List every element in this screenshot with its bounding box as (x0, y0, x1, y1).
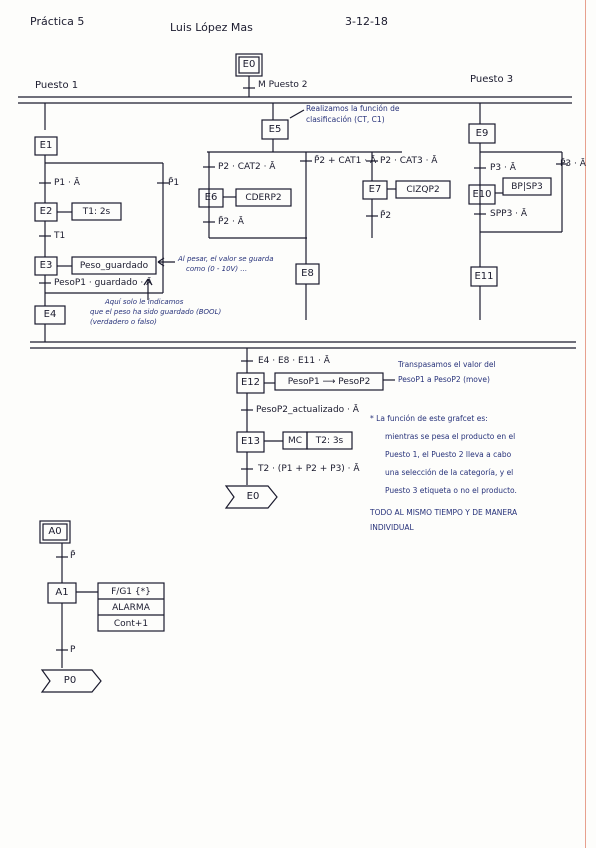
step-box-e8 (295, 263, 320, 285)
action-move-label: PesoP1 ⟶ PesoP2 (287, 377, 371, 387)
cond-p2-cat1: P̄2 + CAT1 · Ā (314, 156, 377, 166)
step-box-e0-inner (238, 56, 260, 74)
header-date: 3-12-18 (345, 15, 388, 28)
action-box-move (274, 372, 384, 391)
step-e5-label: E5 (268, 124, 282, 135)
cond-p2-cat2: P2 · CAT2 · Ā (218, 162, 276, 172)
step-e13-label: E13 (240, 436, 261, 447)
step-box-e4 (34, 305, 66, 325)
step-box-e13 (236, 431, 265, 453)
action-box-cderp2 (235, 188, 292, 207)
cond-loop-p1: P̄1 (168, 178, 180, 188)
step-e3-label: E3 (39, 260, 53, 271)
action-box-t1 (71, 202, 122, 221)
step-box-a0-inner (42, 523, 68, 541)
step-box-e11 (470, 266, 498, 287)
note-bool-line2: que el peso ha sido guardado (BOOL) (90, 308, 222, 316)
step-e7-label: E7 (368, 184, 382, 195)
header-title: Práctica 5 (30, 15, 85, 28)
step-e4-label: E4 (43, 309, 57, 320)
note-final-line2: INDIVIDUAL (370, 523, 414, 532)
note-move-line2: PesoP1 a PesoP2 (move) (398, 375, 490, 384)
end-e0-label: E0 (246, 491, 260, 502)
note-function-line2: mientras se pesa el producto en el (385, 432, 516, 441)
action-fg1-label: F/G1 {*} (111, 587, 151, 597)
note-peso-line2: como (0 - 10V) … (186, 265, 248, 273)
margin-line (585, 0, 586, 848)
action-t2-label: T2: 3s (315, 436, 344, 446)
cond-p3: P3 · Ā (490, 163, 516, 173)
step-e0-label: E0 (242, 59, 256, 70)
header-author: Luis López Mas (170, 21, 253, 34)
step-box-a0 (39, 520, 71, 544)
note-bool-line3: (verdadero o falso) (90, 318, 157, 326)
action-box-bpsp3 (502, 177, 552, 196)
station-label-3: Puesto 3 (470, 74, 514, 85)
end-arrow-e0 (224, 485, 278, 509)
cond-spp3: SPP3 · Ā (490, 209, 528, 219)
step-e2-label: E2 (39, 206, 53, 217)
action-peso-label: Peso_guardado (79, 261, 149, 271)
cond-sync-mid: PesoP2_actualizado · Ā (256, 405, 359, 415)
step-box-e1 (34, 136, 58, 156)
note-function-line3: Puesto 1, el Puesto 2 lleva a cabo (385, 450, 512, 459)
initial-transition: M Puesto 2 (258, 80, 308, 90)
cond-p3-neg: P̄3 · Ā (560, 159, 586, 169)
step-e11-label: E11 (474, 271, 494, 282)
step-box-e5 (261, 119, 289, 140)
note-move-line1: Transpasamos el valor del (398, 360, 496, 369)
note-peso-line1: Al pesar, el valor se guarda (178, 255, 274, 263)
action-box-cizqp2 (395, 180, 451, 199)
step-box-e7 (362, 180, 388, 200)
cond-alarm-out: P (70, 645, 76, 655)
step-a1-label: A1 (55, 587, 69, 598)
cond-pesop1: PesoP1 · guardado · Ā (54, 278, 153, 288)
action-box-alarm (97, 582, 165, 632)
note-p2-line1: Realizamos la función de (306, 104, 400, 113)
end-arrow-p0 (40, 669, 102, 693)
step-box-e9 (468, 123, 496, 144)
note-bool-line1: Aquí solo le indicamos (105, 298, 184, 306)
step-e8-label: E8 (301, 268, 314, 279)
cond-p2-neg-e7: P̄2 (380, 211, 392, 221)
cond-sync-out: T2 · (P1 + P2 + P3) · Ā (258, 464, 360, 474)
action-cont-label: Cont+1 (113, 619, 149, 629)
cond-t1: T1 (54, 231, 66, 241)
cond-alarm-in: P̄ (70, 551, 76, 561)
end-p0-label: P0 (63, 675, 77, 686)
cond-p2-cat3: P2 · CAT3 · Ā (380, 156, 438, 166)
action-box-peso (71, 256, 157, 275)
action-cizqp2-label: CIZQP2 (406, 185, 440, 195)
note-p2-line2: clasificación (CT, C1) (306, 115, 385, 124)
note-function-line5: Puesto 3 etiqueta o no el producto. (385, 486, 517, 495)
note-function-line4: una selección de la categoría, y el (385, 468, 514, 477)
action-cderp2-label: CDERP2 (245, 193, 282, 203)
cond-p2-neg: P̄2 · Ā (218, 217, 244, 227)
action-t1-label: T1: 2s (82, 207, 111, 217)
step-box-e6 (198, 188, 224, 208)
note-function-line1: * La función de este grafcet es: (370, 414, 488, 423)
step-box-e10 (468, 184, 496, 205)
step-a0-label: A0 (48, 526, 62, 537)
cond-sync-in: E4 · E8 · E11 · Ā (258, 356, 330, 366)
station-label-1: Puesto 1 (35, 80, 79, 91)
step-e1-label: E1 (39, 140, 53, 151)
note-final-line1: TODO AL MISMO TIEMPO Y DE MANERA (370, 508, 518, 517)
action-mc-label: MC (287, 436, 303, 446)
action-alarma-label: ALARMA (112, 603, 150, 613)
cond-p1: P1 · Ā (54, 178, 80, 188)
step-e6-label: E6 (204, 192, 218, 203)
action-bpsp3-label: BP|SP3 (511, 182, 543, 192)
step-e12-label: E12 (240, 377, 261, 388)
step-e10-label: E10 (472, 189, 492, 200)
step-e9-label: E9 (475, 128, 489, 139)
action-box-t2 (306, 431, 353, 450)
